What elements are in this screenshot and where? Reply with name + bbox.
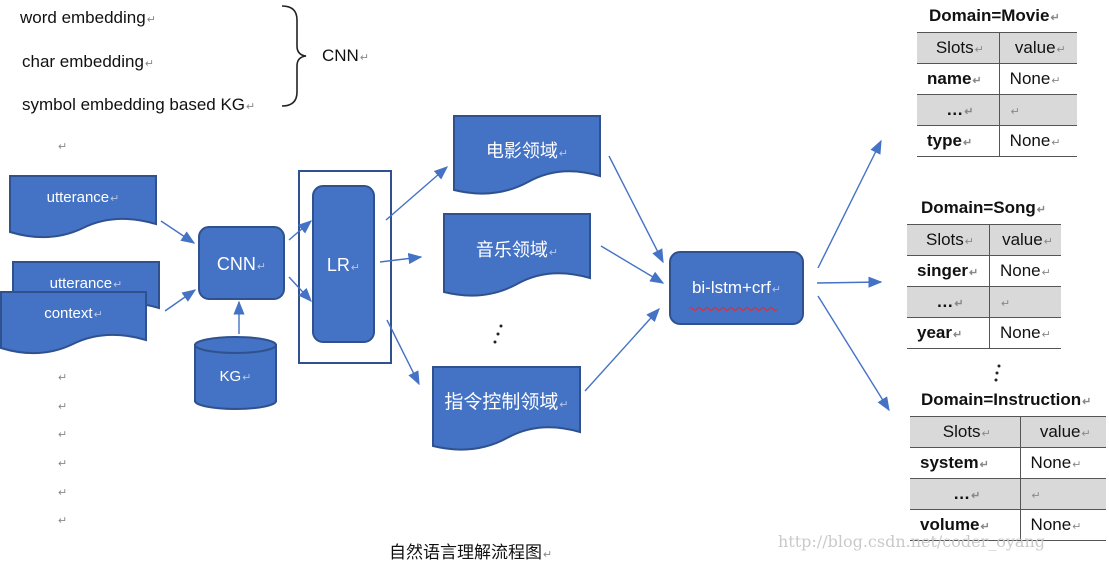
music-domain-label: 音乐领域↵ xyxy=(475,240,559,260)
movie-domain-label: 电影领域↵ xyxy=(485,141,569,161)
movie-domain-shape xyxy=(453,115,601,195)
instruction-slot-table: Slots↵value↵ system↵None↵ …↵↵ volume↵Non… xyxy=(910,416,1106,541)
symbol-embedding-label: symbol embedding based KG↵ xyxy=(22,95,256,114)
utterance-label-2: utterance↵ xyxy=(49,275,123,292)
diagram-caption: 自然语言理解流程图↵ xyxy=(389,543,553,562)
cnn-label: CNN↵ xyxy=(216,254,267,274)
char-embedding-label: char embedding↵ xyxy=(22,52,155,71)
brace-cnn-label: CNN↵ xyxy=(322,46,370,65)
paragraph-mark: ↵ xyxy=(58,429,68,441)
paragraph-mark: ↵ xyxy=(58,401,68,413)
spellcheck-underline xyxy=(688,306,778,312)
table-row: system↵None↵ xyxy=(910,447,1106,479)
table-row: …↵↵ xyxy=(917,94,1077,126)
brace-shape xyxy=(281,5,307,107)
paragraph-mark: ↵ xyxy=(58,458,68,470)
table-row: …↵↵ xyxy=(907,286,1061,318)
table-row: name↵None↵ xyxy=(917,63,1077,95)
bilstm-label: bi-lstm+crf↵ xyxy=(691,278,782,297)
context-doc-shape xyxy=(0,291,147,355)
lr-box xyxy=(312,185,375,343)
lr-label: LR↵ xyxy=(326,255,361,275)
movie-table-title: Domain=Movie↵ xyxy=(929,6,1060,25)
utterance-label: utterance↵ xyxy=(46,189,120,206)
song-table-title: Domain=Song↵ xyxy=(921,198,1046,217)
song-slot-table: Slots↵value↵ singer↵None↵ …↵↵ year↵None↵ xyxy=(907,224,1061,349)
table-row: singer↵None↵ xyxy=(907,255,1061,287)
watermark: http://blog.csdn.net/coder_oyang xyxy=(778,532,1046,551)
music-domain-shape xyxy=(443,213,591,297)
flow-arrows xyxy=(160,139,890,412)
bilstm-box xyxy=(669,251,804,325)
instruction-domain-shape xyxy=(432,366,581,451)
ellipsis-dots xyxy=(493,324,1001,382)
instruction-table-title: Domain=Instruction↵ xyxy=(921,390,1092,409)
kg-label: KG↵ xyxy=(219,368,252,385)
word-embedding-label: word embedding↵ xyxy=(20,8,156,27)
context-label: context↵ xyxy=(44,305,103,322)
table-row: type↵None↵ xyxy=(917,125,1077,157)
paragraph-mark: ↵ xyxy=(58,141,68,153)
paragraph-mark: ↵ xyxy=(58,372,68,384)
table-row: …↵↵ xyxy=(910,478,1106,510)
paragraph-mark: ↵ xyxy=(58,487,68,499)
table-row: year↵None↵ xyxy=(907,317,1061,349)
kg-cylinder xyxy=(194,336,277,410)
paragraph-mark: ↵ xyxy=(58,515,68,527)
table-row: volume↵None↵ xyxy=(910,509,1106,541)
utterance-doc-shape xyxy=(9,175,157,239)
instruction-domain-label: 指令控制领域↵ xyxy=(444,392,569,413)
cnn-box xyxy=(198,226,285,300)
movie-slot-table: Slots↵value↵ name↵None↵ …↵↵ type↵None↵ xyxy=(917,32,1077,157)
